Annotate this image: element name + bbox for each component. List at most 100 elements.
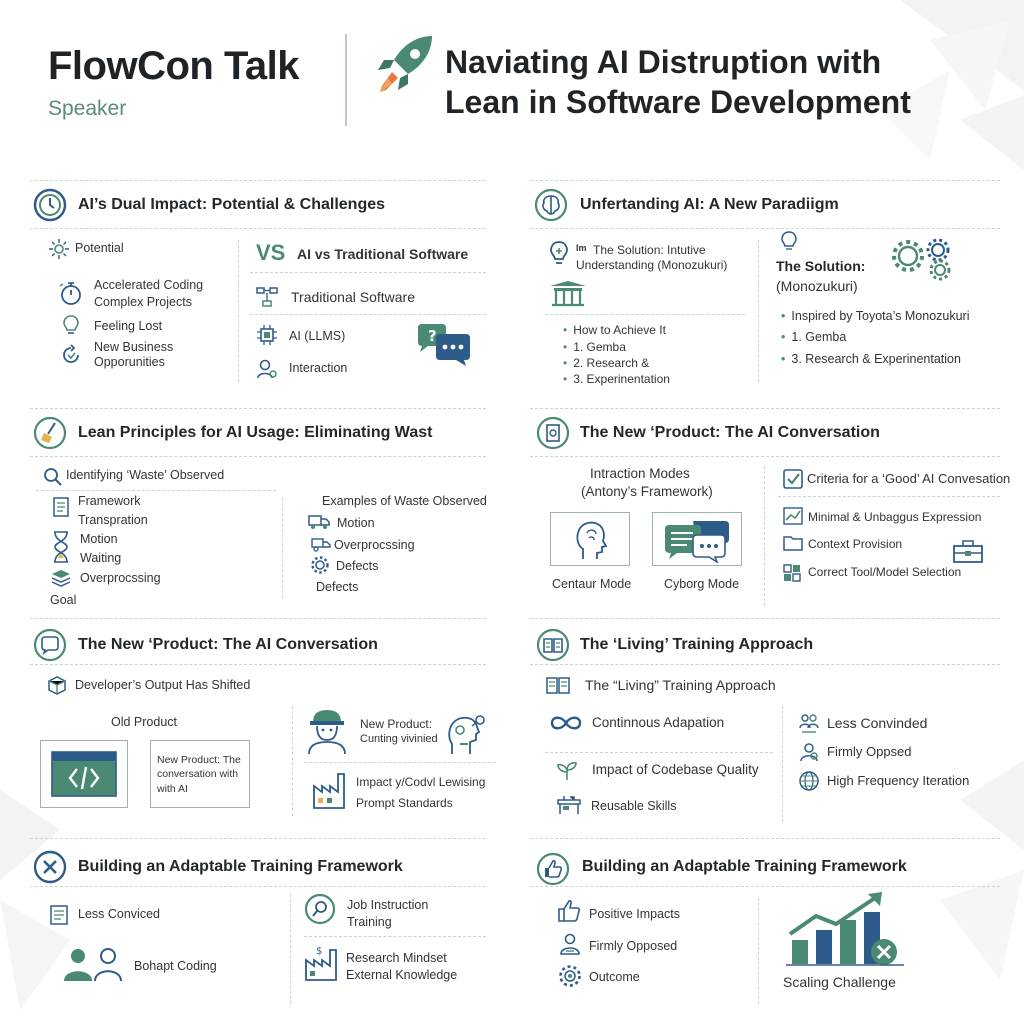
solution-heading: The Solution: [776,258,866,274]
divider [530,664,1000,665]
impact-codvl: Impact y/Codvl Lewising [356,775,486,789]
globe-icon [799,771,819,791]
monozukuri-label: (Monozukuri) [776,278,858,294]
divider [778,496,1000,497]
gear-globe-icon [559,965,581,987]
how-to-achieve: How to Achieve It [563,322,666,338]
divider [30,618,486,619]
divider [530,456,1000,457]
old-product-card[interactable] [40,740,128,808]
layers-icon [51,570,71,587]
factory-icon [313,773,345,809]
right-item-1: 1. Gemba [781,329,846,345]
divider [545,314,745,315]
person-gear-icon [800,743,818,762]
document-icon [53,497,69,517]
growth-chart-icon [786,892,904,966]
magnifier-icon [44,468,62,486]
divider [250,314,486,315]
divider [530,180,1000,181]
old-product: Old Product [111,715,178,729]
divider [30,228,486,229]
interaction-modes: Intraction Modes [590,466,690,481]
divider [30,838,486,839]
waste-right-2: Defects [336,559,379,573]
truck-icon [308,515,330,529]
thumbs-up-circle-icon [536,852,570,886]
gears-icon [892,238,951,281]
less-conviced: Less Conviced [78,907,160,921]
factory-research-icon: $ [305,946,337,981]
potential-label: Potential [75,241,124,255]
divider [758,898,759,1004]
header-divider [345,34,347,126]
framework-item-2: Outcome [589,970,640,984]
talk-title-line1: Naviating AI Distruption with [445,44,882,80]
divider [782,706,783,822]
external-knowledge: External Knowledge [346,968,458,982]
stopwatch-icon [59,282,81,305]
living-right-0: Less Convinded [827,715,928,731]
divider [304,936,486,937]
workbench-icon [557,796,581,814]
head-profile-icon [576,521,608,559]
divider [304,762,496,763]
close-circle-icon [33,850,67,884]
bohapt-coding: Bohapt Coding [134,959,217,973]
header: FlowCon Talk Speaker Naviating AI Distru… [0,0,1024,150]
lightbulb-icon [63,315,79,334]
new-product-card[interactable]: New Product: The conversation with with … [150,740,250,808]
folder-icon [783,536,803,551]
waste-left-2: Motion [80,532,118,546]
cyborg-card[interactable] [652,512,742,566]
criteria-item-0: Minimal & Unbaggus Expression [808,510,982,524]
infinity-icon [550,716,582,730]
research-mindset: Research Mindset [346,951,447,965]
divider [250,272,486,273]
living-left-1: Impact of Codebase Quality [592,762,759,777]
living-sub: The “Living” Training Approach [585,677,776,693]
cyborg-mode: Cyborg Mode [664,577,740,591]
new-product-label: New Product: [360,717,433,731]
divider [764,466,765,606]
package-icon [48,676,66,695]
prompt-standards: Prompt Standards [356,796,453,810]
divider [30,408,486,409]
divider [30,456,486,457]
panel-title: The New ‘Product: The AI Conversation [78,636,378,653]
lightbulb-icon [781,231,797,250]
living-left-2: Reusable Skills [591,799,677,813]
how-item-2: 2. Research & [563,355,649,371]
framework-item-0: Positive Impacts [589,907,681,921]
rocket-icon [378,36,432,92]
refresh-icon [63,344,79,363]
chip-icon [257,325,277,345]
divider [30,886,486,887]
centaur-card[interactable] [550,512,630,566]
user-interaction-icon [257,359,277,379]
puzzle-icon [783,564,801,582]
open-book-icon [546,677,570,694]
divider [530,838,1000,839]
scaling-challenge: Scaling Challenge [783,974,896,990]
understanding-monozukuri: Understanding (Monozukuri) [576,258,728,272]
flowchart-icon [256,287,278,307]
waste-left-4: Overprocssing [80,571,161,585]
goal-label: Goal [50,593,77,607]
divider [545,752,773,753]
centaur-mode: Centaur Mode [552,577,632,591]
complex-projects: Complex Projects [94,295,192,309]
panel-title: AI’s Dual Impact: Potential & Challenges [78,196,386,213]
document-box-icon [536,416,570,450]
sparkle-icon [49,239,69,259]
truck-small-icon [311,538,331,552]
divider [282,498,283,598]
living-right-1: Firmly Oppsed [827,744,912,759]
identifying-waste: Identifying ‘Waste’ Observed [66,468,225,482]
waste-right-1: Overprocssing [334,538,415,552]
clock-icon [33,188,67,222]
panel-title: Lean Principles for AI Usage: Eliminatin… [78,424,433,441]
divider [530,886,1000,887]
temple-icon [550,281,586,307]
lightbulb-person-icon [550,241,568,264]
